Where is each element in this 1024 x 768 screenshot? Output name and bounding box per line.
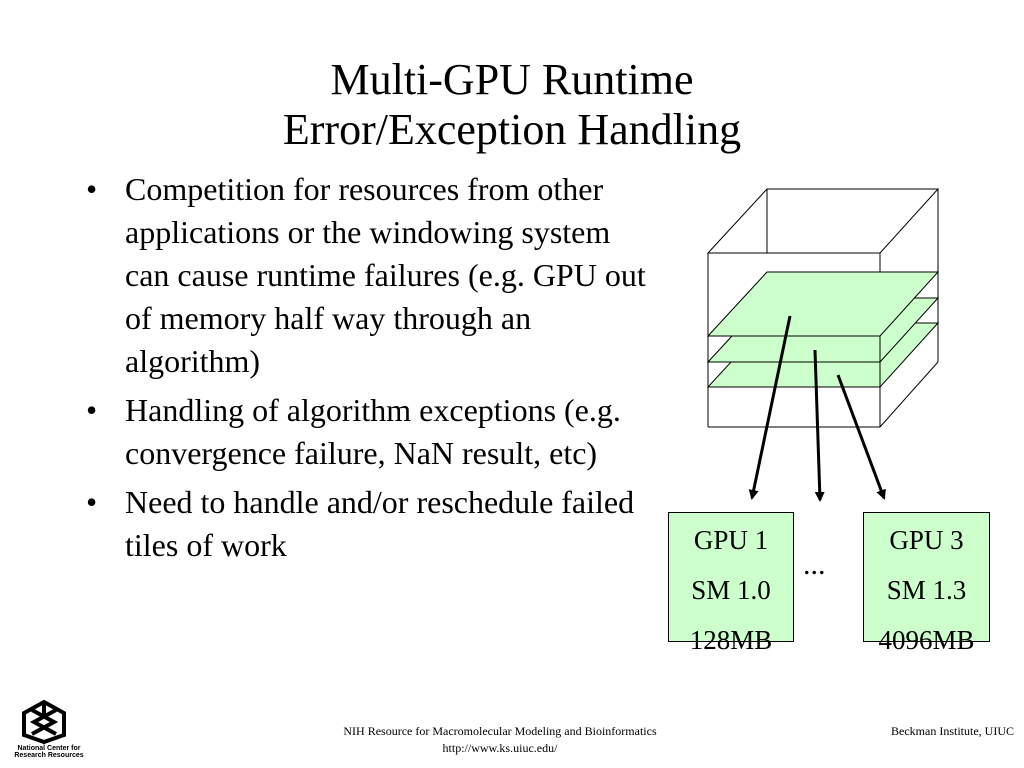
slide-title: Multi-GPU Runtime Error/Exception Handli…	[0, 55, 1024, 155]
footer-institute: Beckman Institute, UIUC	[891, 724, 1014, 738]
title-line-1: Multi-GPU Runtime	[330, 55, 694, 104]
gpu1-box: GPU 1 SM 1.0 128MB	[668, 512, 794, 655]
title-line-2: Error/Exception Handling	[282, 105, 742, 154]
footer-center: NIH Resource for Macromolecular Modeling…	[200, 723, 800, 757]
bullet-dot: •	[86, 484, 98, 520]
bullet-text: Need to handle and/or reschedule failed …	[125, 484, 635, 563]
gpu3-box: GPU 3 SM 1.3 4096MB	[863, 512, 990, 655]
arrow-to-gpu2	[813, 349, 825, 502]
bullet-item: • Competition for resources from other a…	[86, 168, 646, 383]
bullet-item: • Handling of algorithm exceptions (e.g.…	[86, 389, 646, 475]
arrow-to-gpu1	[748, 315, 792, 500]
more-gpus-ellipsis: ...	[803, 548, 826, 581]
ncrr-logo-text: National Center for Research Resources	[14, 745, 84, 759]
gpu3-memory: 4096MB	[878, 625, 975, 655]
slice-top	[706, 271, 940, 337]
ncrr-logo-icon	[22, 699, 66, 745]
footer-url: http://www.ks.uiuc.edu/	[442, 741, 558, 755]
bullet-dot: •	[86, 392, 98, 428]
arrow-to-gpu3	[836, 374, 886, 500]
footer-resource-name: NIH Resource for Macromolecular Modeling…	[343, 724, 657, 738]
bullet-dot: •	[86, 171, 98, 207]
volume-slices	[706, 271, 940, 388]
bullet-text: Handling of algorithm exceptions (e.g. c…	[125, 392, 621, 471]
gpu1-memory: 128MB	[689, 625, 773, 655]
gpu1-sm: SM 1.0	[691, 575, 771, 605]
bullet-text: Competition for resources from other app…	[125, 171, 646, 379]
bullet-list: • Competition for resources from other a…	[86, 168, 646, 573]
gpu1-name: GPU 1	[693, 525, 769, 555]
dispatch-arrows	[748, 315, 886, 502]
gpu3-sm: SM 1.3	[886, 575, 967, 605]
bullet-item: • Need to handle and/or reschedule faile…	[86, 481, 646, 567]
gpu3-name: GPU 3	[889, 525, 964, 555]
